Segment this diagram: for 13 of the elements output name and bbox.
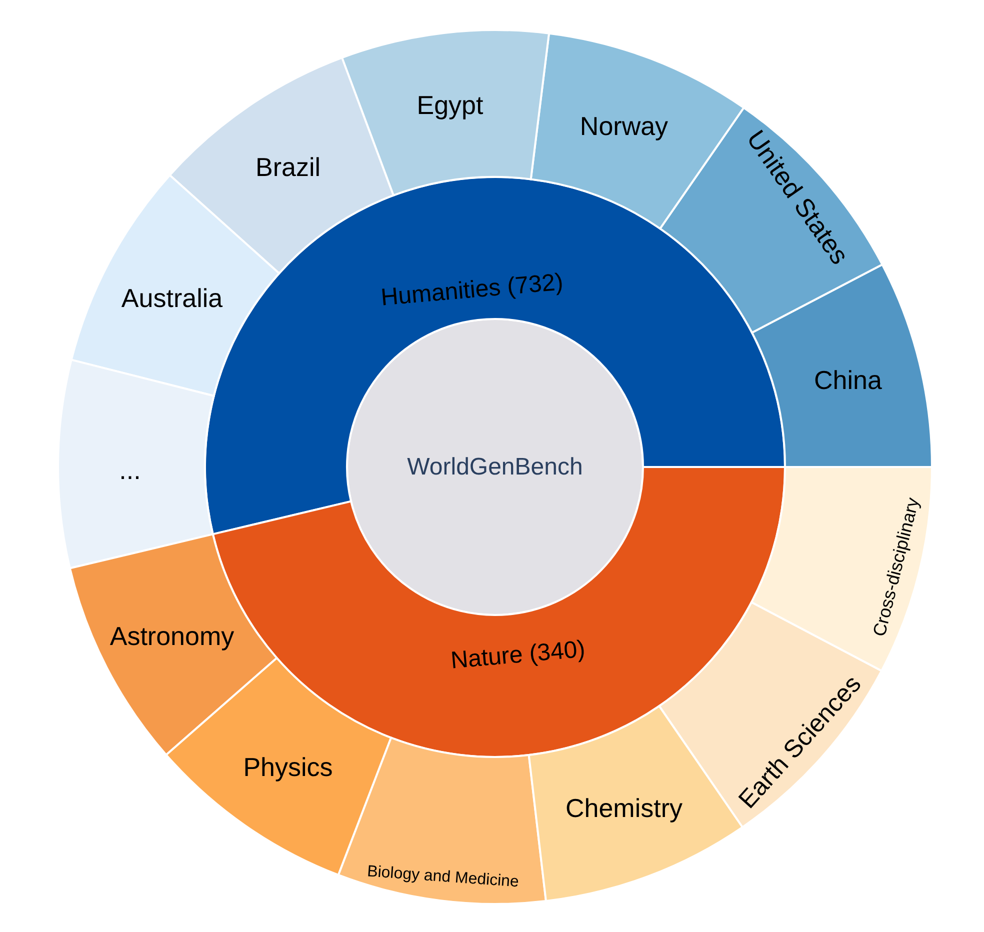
segment-label: Norway <box>580 111 668 141</box>
segment-label: Biology and Medicine <box>366 863 520 891</box>
segment-label: Astronomy <box>110 621 234 651</box>
segment-label: Chemistry <box>566 793 682 823</box>
segment-label: Nature (340) <box>450 636 586 674</box>
segment-label: Egypt <box>416 90 484 120</box>
segment-label: Brazil <box>256 152 320 182</box>
segment-label: ... <box>119 455 141 485</box>
segment-label: Humanities (732) <box>380 268 564 312</box>
segment-label: China <box>814 365 882 395</box>
segment-label: Physics <box>243 752 333 782</box>
segment-label: WorldGenBench <box>407 454 583 480</box>
segment-label: Australia <box>121 283 223 313</box>
